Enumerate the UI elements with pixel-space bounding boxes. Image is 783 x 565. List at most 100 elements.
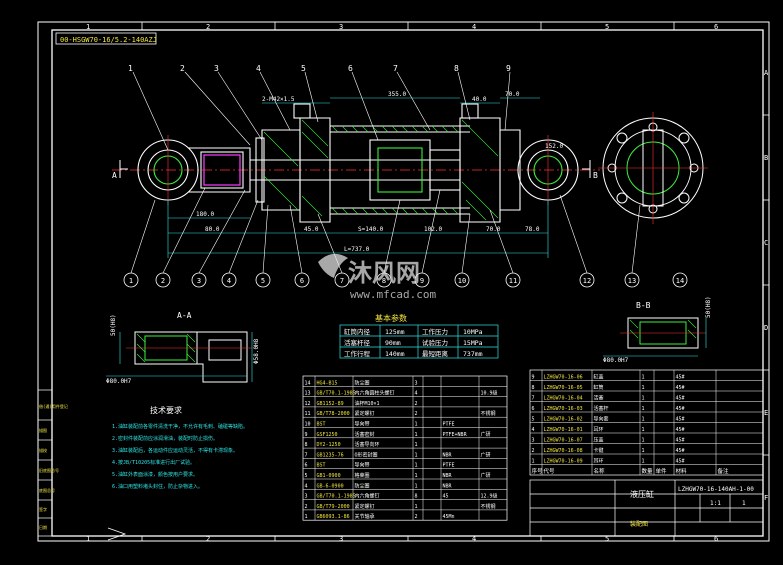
tech-line-4: 4.按JB/T10205标准进行出厂试验。 [112,459,195,466]
bom-left-cell: HG4-B15 [317,380,338,386]
bom-right-cell: 耳环 [594,459,604,465]
param-r0-c1: 125mm [385,328,405,336]
callout-leaders-top [132,71,511,151]
bom-right-cell: 1 [642,406,645,412]
callout-bottom-13: 13 [628,277,636,285]
bom-left-cell: GB1235-76 [317,452,344,458]
bom-left-cell: 2 [415,514,418,520]
section-b-label: B [593,171,598,180]
callout-top-7: 7 [393,64,398,73]
bom-left-cell: 关节轴承 [355,513,375,520]
stamp-4: 旧底图总号 [39,467,59,473]
tech-lines: 1.油缸装配前各零件清洗干净，不允许有毛刺、磕碰等缺陷。 2.密封件装配前应涂润… [112,423,248,490]
bottom-dimension-lines [167,200,549,258]
title-sheet: 1 [742,500,746,507]
zone-right-b: B [764,154,768,162]
title-name: 液压缸 [630,489,654,499]
callout-top-1: 1 [128,64,133,73]
bom-right-cell: 1 [642,438,645,444]
title-code: LZHGW70-16-140AH-1-00 [678,486,754,493]
param-r2-c0: 工作行程 [344,349,371,358]
stamp-2: 描图 [39,427,47,433]
watermark-url: www.mfcad.com [350,288,436,301]
bom-left-cell: 10.9级 [481,390,498,397]
cylinder-assembly [112,103,600,223]
bom-left-cell: O形密封圈 [355,451,378,458]
zone-top-3: 3 [339,23,343,31]
bom-left-cell: 导向带 [355,421,370,428]
bom-right-cell: 45# [676,406,685,412]
bom-right-cell: 45# [676,375,685,381]
section-aa [126,331,252,383]
bom-right-header-cell: 序号 [532,467,544,475]
bom-right-cell: LZHGW70-16-04 [544,396,583,402]
bom-left-cell: 7 [305,452,308,458]
bom-left-cell: 内六角圆柱头螺钉 [355,390,395,397]
callout-bottom-10: 10 [458,277,466,285]
zone-right-f: F [764,494,768,502]
bom-right-cell: LZHGW70-16-06 [544,375,583,381]
bom-right-cell: 1 [642,375,645,381]
bom-right-cell: 耳环 [594,427,604,433]
bom-left-cell: 不锈钢 [481,503,496,510]
callout-leaders-bottom [130,187,641,274]
section-marker-b [582,160,591,178]
bom-left-cell: NBR [443,483,453,489]
bom-left-cell: 11 [305,411,311,417]
bom-left-cell: PTFE [443,463,455,469]
section-aa-title: A-A [177,311,192,320]
bom-left-cell: 1 [305,514,308,520]
bom-left-cell: 5 [305,473,308,479]
bom-right-cell: 45# [676,427,685,433]
dim-top-5: 152.0 [545,143,563,150]
bom-right-header-cell: 代号 [544,467,556,475]
stamp-1: 借(通)用件登记 [39,403,68,409]
zone-labels: 1 2 3 4 5 6 1 2 3 4 5 6 A B C D E F [86,23,769,543]
bom-left-cell: PTFE [443,422,455,428]
zone-top-1: 1 [86,23,90,31]
param-title: 基本参数 [375,313,407,323]
dim-aa-left: 50(H8) [110,314,117,336]
bom-left-cell: GB1-0900 [317,473,341,479]
callout-bottom-3: 3 [197,277,201,285]
param-table: 缸筒内径 125mm 工作压力 10MPa 活塞杆径 90mm 试验压力 15M… [344,327,483,358]
callout-bottom-11: 11 [509,277,517,285]
tech-line-2: 2.密封件装配前应涂润滑油，装配时防止损伤。 [112,435,218,442]
bom-right-cell: 1 [642,448,645,454]
callout-bottom-12: 12 [583,277,591,285]
title-scale: 1:1 [710,500,721,507]
bom-right-cell: 缸盖 [594,374,604,381]
left-stamp-grid [37,389,53,537]
dim-aa-side: Φ58.0H8 [253,338,260,364]
bom-left-cell: 1 [415,422,418,428]
bom-left-cell: 1 [415,463,418,469]
bom-right-cell: 7 [532,396,535,402]
bom-left-cell: GB/T70.1-1985 [317,391,356,397]
dim-180: 180.0 [196,211,214,218]
bom-left-cell: PTFE+NBR [443,432,468,438]
bom-left-cell: 13 [305,391,311,397]
bom-right-cell: 8 [532,385,535,391]
bom-left-cell: 14 [305,380,311,386]
bom-left-cell: 3 [305,494,308,500]
bom-right-cell: 1 [642,396,645,402]
arrow-mark [107,527,127,541]
callout-bottom-8: 8 [382,277,386,285]
bom-left-cell: GB/T70.1-1985 [317,494,356,500]
stamp-5: 底图总号 [39,487,55,493]
bom-right-cell: 45# [676,459,685,465]
callout-bottom-4: 4 [227,277,231,285]
bom-left-cell: 格莱圈 [355,472,370,479]
bom-right-header-cell: 单件 [656,467,668,475]
bom-left-cell: GB/T78-2000 [317,411,350,417]
tech-line-3: 3.油缸装配后，各运动件应运动灵活，不得有卡滞现象。 [112,447,238,454]
bom-left-cell: 6 [305,463,308,469]
bom-left-cell: 12.9级 [481,493,498,500]
bom-right-cell: LZHGW70-16-08 [544,448,583,454]
param-r2-c1: 140mm [385,350,405,358]
bom-left-cell: 45 [443,494,449,500]
param-r0-c3: 10MPa [463,328,483,336]
dim-stroke: S=140.0 [358,226,384,233]
